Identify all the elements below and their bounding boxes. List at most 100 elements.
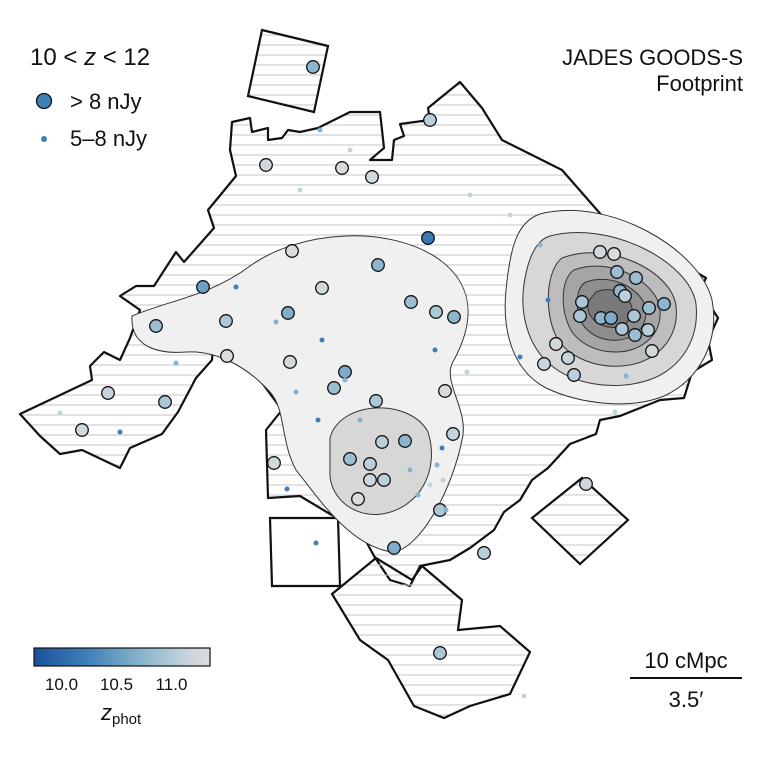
bright-source-marker [369,394,383,408]
scale-bar: 10 cMpc 3.5′ [630,648,742,712]
faint-source-marker [407,467,413,473]
bright-source-marker [158,395,172,409]
bright-source-marker [618,289,632,303]
scale-bar-top-label: 10 cMpc [644,648,727,673]
faint-source-marker [415,492,421,498]
colorbar-tick-label: 11.0 [156,675,188,694]
bright-source-marker [438,384,452,398]
faint-source-marker [507,212,513,218]
bright-source-marker [645,344,659,358]
bright-source-marker [579,477,593,491]
legend-title: 10 < z < 12 [30,44,150,71]
faint-source-marker [521,693,527,699]
bright-source-marker [573,309,587,323]
bright-source-marker [377,473,391,487]
faint-source-marker [342,377,348,383]
faint-source-marker [315,417,321,423]
faint-source-marker [357,417,363,423]
bright-source-marker [259,158,273,172]
colorbar-tick-label: 10.0 [45,675,78,694]
bright-source-marker [343,452,357,466]
bright-source-marker [398,434,412,448]
faint-source-marker [464,369,470,375]
bright-source-marker [615,322,629,336]
bright-source-marker [446,427,460,441]
legend-label-faint: 5–8 nJy [70,126,147,151]
bright-source-marker [196,280,210,294]
bright-sources [75,60,671,660]
bright-source-marker [537,357,551,371]
faint-source-marker [467,192,473,198]
faint-source-marker [273,319,279,325]
legend-marker-bright [35,92,53,110]
density-contours [131,209,715,553]
legend-marker-faint [41,136,47,142]
faint-source-marker [347,147,353,153]
bright-source-marker [363,457,377,471]
faint-source-marker [293,389,299,395]
bright-source-marker [567,368,581,382]
faint-source-marker [623,373,629,379]
bright-source-marker [447,310,461,324]
bright-source-marker [219,314,233,328]
footprint-top-square [246,28,330,114]
bright-source-marker [351,492,365,506]
faint-source-marker [313,540,319,546]
bright-source-marker [315,281,329,295]
bright-source-marker [101,386,115,400]
colorbar-label: zphot [100,700,142,728]
faint-source-marker [434,462,440,468]
faint-source-marker [440,477,446,483]
faint-source-marker [537,242,543,248]
bright-source-marker [363,473,377,487]
bright-source-marker [627,309,641,323]
bright-source-marker [281,306,295,320]
scale-bar-bottom-label: 3.5′ [669,687,704,712]
bright-source-marker [657,297,671,311]
bright-source-marker [387,541,401,555]
faint-source-marker [432,347,438,353]
footprint-left-square [268,516,342,588]
faint-source-marker [439,445,445,451]
bright-source-marker [421,231,435,245]
bright-source-marker [285,244,299,258]
bright-source-marker [371,258,385,272]
faint-source-marker [317,127,323,133]
bright-source-marker [549,337,563,351]
legend-label-bright: > 8 nJy [70,89,142,114]
bright-source-marker [267,456,281,470]
footprint-bottom-block [330,556,532,720]
bright-source-marker [628,328,642,342]
faint-source-marker [284,486,290,492]
faint-source-marker [57,410,63,416]
bright-source-marker [604,311,618,325]
chart-subtitle: Footprint [656,71,743,96]
bright-source-marker [607,247,621,261]
chart-title: JADES GOODS-S [562,45,743,70]
bright-source-marker [429,305,443,319]
faint-source-marker [173,360,179,366]
bright-source-marker [335,161,349,175]
faint-source-marker [427,482,433,488]
bright-source-marker [404,295,418,309]
faint-source-marker [319,337,325,343]
bright-source-marker [283,355,297,369]
bright-source-marker [561,351,575,365]
bright-source-marker [629,271,643,285]
bright-source-marker [149,319,163,333]
bright-source-marker [641,323,655,337]
faint-source-marker [517,354,523,360]
title-block: JADES GOODS-S Footprint [562,45,743,96]
colorbar-gradient [33,647,211,667]
bright-source-marker [375,435,389,449]
bright-source-marker [575,295,589,309]
faint-sources [57,127,629,699]
bright-source-marker [423,113,437,127]
bright-source-marker [306,60,320,74]
bright-source-marker [75,423,89,437]
footprint-right-square [530,476,630,566]
bright-source-marker [610,265,624,279]
